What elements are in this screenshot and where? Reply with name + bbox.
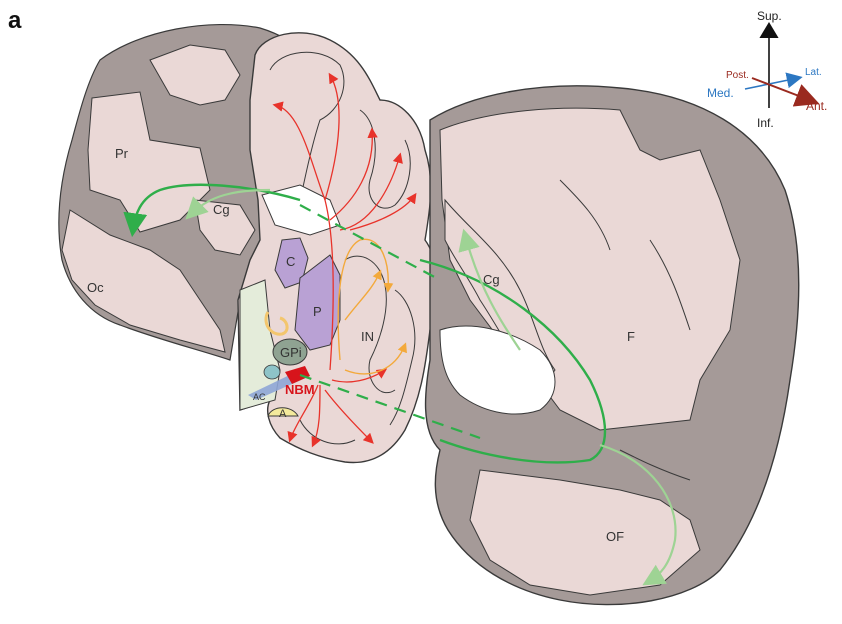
red-projection-ventral-1 <box>311 384 322 448</box>
label-ac: AC <box>253 392 266 402</box>
compass-anterior-arrow <box>751 77 820 107</box>
region-labels: Pr Oc Cg C P IN GPi NBM AC A Cg F OF <box>87 146 635 544</box>
compass-lateral-arrow <box>744 72 803 90</box>
red-projection-top <box>324 72 340 201</box>
medial-nucleus-blue <box>263 364 281 380</box>
label-a: A <box>279 408 287 420</box>
amygdala <box>267 407 299 417</box>
nbm-nucleus <box>285 366 310 384</box>
orange-loop-upper <box>337 238 394 361</box>
white-matter-notch <box>261 184 341 236</box>
label-pr: Pr <box>115 146 129 161</box>
compass-post-label: Post. <box>726 70 749 81</box>
label-f: F <box>627 329 635 344</box>
green-dashed-lower <box>299 373 481 440</box>
label-c: C <box>286 254 295 269</box>
orange-loop-lower <box>344 342 407 375</box>
putamen <box>294 254 341 351</box>
coronal-sulcus-5 <box>299 419 356 445</box>
label-cg-left: Cg <box>213 202 230 217</box>
medial-white-cut <box>439 325 556 415</box>
coronal-sulcus-1 <box>269 51 345 201</box>
red-projection-upper-lateral <box>329 127 378 221</box>
label-cg-right: Cg <box>483 272 500 287</box>
green-projection-cingulate-anterior <box>458 228 521 351</box>
compass-ant-label: Ant. <box>806 99 827 113</box>
panel-label: a <box>8 7 22 34</box>
red-projection-insula <box>331 368 388 383</box>
label-in: IN <box>361 329 374 344</box>
compass-lat-label: Lat. <box>805 67 822 78</box>
compass-med-label: Med. <box>707 86 734 100</box>
label-nbm: NBM <box>285 382 315 397</box>
coronal-slab <box>237 32 438 464</box>
label-oc: Oc <box>87 280 104 295</box>
posterior-light-gyri-4 <box>194 199 256 256</box>
compass-inf-label: Inf. <box>757 116 774 130</box>
frontal-sulcus-2 <box>649 239 691 331</box>
red-projection-ventral-3 <box>287 384 319 443</box>
posterior-light-gyri-2 <box>61 209 226 353</box>
orbitofrontal-light-gyrus <box>469 469 701 596</box>
label-of: OF <box>606 529 624 544</box>
label-gpi: GPi <box>280 345 302 360</box>
green-projection-orbitofrontal <box>599 443 677 586</box>
globus-pallidus <box>272 338 308 366</box>
green-cholinergic-projections <box>123 183 677 586</box>
compass-sup-label: Sup. <box>757 9 782 23</box>
orientation-compass: Sup. Inf. Post. Lat. Med. Ant. <box>707 9 827 130</box>
posterior-light-gyri-1 <box>87 91 211 233</box>
red-projection-dorsal <box>272 101 334 371</box>
red-projections <box>272 72 417 448</box>
frontal-sulcus-3 <box>619 449 691 481</box>
red-projection-lateral <box>339 152 403 231</box>
label-p: P <box>313 304 322 319</box>
anterior-hemisphere <box>424 85 800 606</box>
frontal-sulcus-1 <box>559 179 611 251</box>
red-projection-ventral-2 <box>324 389 374 444</box>
coronal-sulcus-3 <box>344 255 396 393</box>
posterior-light-gyri-3 <box>149 44 241 106</box>
orange-projections <box>337 238 407 375</box>
green-dashed-upper <box>299 204 441 281</box>
orange-loop-mid <box>344 269 382 321</box>
red-projection-lateral-2 <box>349 192 417 231</box>
green-projection-cingulate-posterior <box>185 188 271 220</box>
green-projection-anterior <box>419 258 607 464</box>
thalamic-curl <box>264 311 289 336</box>
